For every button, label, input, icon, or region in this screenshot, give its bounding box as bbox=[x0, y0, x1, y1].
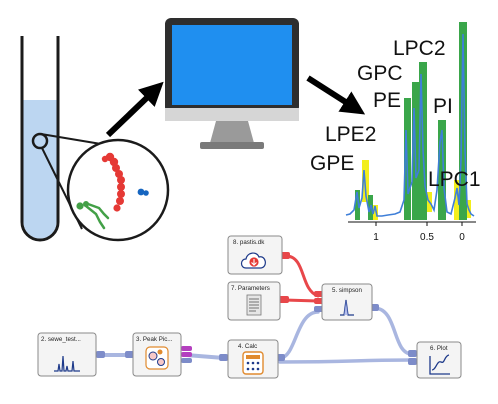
plot-icon bbox=[429, 354, 450, 375]
link bbox=[278, 310, 320, 360]
spectrum-icon bbox=[54, 355, 80, 372]
molecule-blue bbox=[137, 188, 149, 196]
peak-label-lpc1: LPC1 bbox=[428, 168, 481, 191]
peak-label-lpe2: LPE2 bbox=[325, 123, 376, 146]
molecule-red bbox=[101, 152, 125, 212]
node-label: 4. Calc bbox=[238, 343, 257, 350]
workflow-node-calc[interactable]: 4. Calc bbox=[227, 339, 279, 379]
link bbox=[184, 353, 226, 360]
link bbox=[278, 358, 414, 364]
peak-label-pi: PI bbox=[433, 95, 453, 118]
x-tick-label: 0.5 bbox=[420, 232, 434, 243]
computer-monitor bbox=[165, 18, 299, 149]
node-label: 3. Peak Pic... bbox=[136, 336, 173, 343]
workflow-node-plot[interactable]: 6. Plot bbox=[416, 341, 462, 379]
peak-pick-icon bbox=[145, 346, 169, 370]
link bbox=[372, 306, 414, 356]
workflow-node-peak-pick[interactable]: 3. Peak Pic... bbox=[132, 332, 182, 377]
x-tick-label: 0 bbox=[459, 232, 465, 243]
magnifier-small-circle bbox=[31, 132, 49, 150]
nmr-spectrum: 1 0.5 0 LPC2 GPC PE PI LPE2 GPE LPC1 bbox=[310, 22, 481, 243]
document-icon bbox=[246, 294, 262, 316]
workflow-node-parameters[interactable]: 7. Parameters bbox=[227, 281, 281, 321]
test-tube bbox=[20, 36, 60, 242]
peak-label-gpc: GPC bbox=[357, 62, 403, 85]
workflow-node-simpson[interactable]: 5. simpson bbox=[321, 283, 373, 321]
node-label: 2. sewe_test... bbox=[41, 336, 81, 343]
calculator-icon bbox=[242, 351, 264, 375]
molecule-green bbox=[76, 201, 110, 230]
monitor-stand bbox=[210, 121, 254, 143]
x-tick-label: 1 bbox=[373, 232, 379, 243]
peak-label-lpc2: LPC2 bbox=[393, 37, 446, 60]
monitor-screen bbox=[172, 25, 292, 105]
peak-label-gpe: GPE bbox=[310, 152, 354, 175]
arrow-sample-to-computer bbox=[105, 81, 164, 138]
magnifier bbox=[31, 132, 170, 242]
workflow-links bbox=[94, 254, 414, 364]
link-data bbox=[282, 298, 320, 303]
node-label: 8. pastis.dk bbox=[233, 239, 265, 246]
peak-label-pe: PE bbox=[373, 89, 401, 112]
workflow-node-sewe-test[interactable]: 2. sewe_test... bbox=[37, 332, 97, 377]
node-label: 7. Parameters bbox=[231, 285, 270, 292]
magnifier-lens bbox=[66, 138, 170, 242]
arrow-computer-to-spectrum bbox=[306, 75, 366, 115]
link-data bbox=[284, 254, 320, 298]
integral-icon bbox=[340, 299, 354, 316]
spectrum-trace bbox=[345, 33, 475, 217]
cloud-download-icon bbox=[240, 252, 266, 269]
node-label: 5. simpson bbox=[332, 287, 362, 294]
node-label: 6. Plot bbox=[430, 345, 448, 352]
workflow-node-pastis[interactable]: 8. pastis.dk bbox=[227, 235, 283, 275]
